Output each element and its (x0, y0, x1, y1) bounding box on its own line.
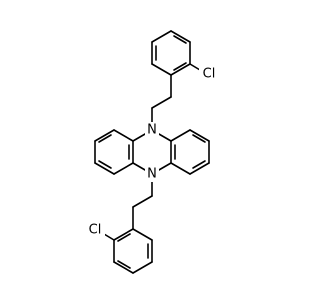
bond (170, 63, 191, 76)
atom-label-n1: N (147, 123, 157, 138)
bond (173, 35, 187, 44)
bond (98, 134, 112, 143)
bond (113, 228, 134, 241)
chlorine-bottom: Cl (85, 222, 105, 238)
bond (151, 96, 172, 109)
molecule-diagram: N N Cl Cl (85, 30, 219, 274)
bond (113, 261, 134, 274)
bond (170, 162, 191, 175)
bond (151, 63, 172, 76)
bond (117, 260, 131, 269)
nitrogen-top: N (145, 122, 159, 138)
bond (117, 233, 131, 242)
atom-label-layer: N N Cl Cl (85, 66, 219, 238)
bond (189, 63, 201, 71)
bond (103, 233, 115, 241)
bond-layer (94, 30, 210, 274)
bond (170, 129, 191, 142)
bond (192, 134, 206, 143)
bond (173, 62, 187, 71)
bond (170, 30, 191, 43)
bond (189, 162, 210, 175)
bond (192, 160, 206, 169)
bond (132, 195, 153, 208)
bond (132, 261, 153, 274)
bond (189, 129, 210, 142)
bond (151, 30, 172, 43)
bond (113, 129, 134, 142)
chlorine-top: Cl (199, 66, 219, 82)
bond (94, 129, 115, 142)
bond (98, 160, 112, 169)
atom-label-cl1: Cl (203, 67, 216, 82)
nitrogen-bottom: N (145, 166, 159, 182)
bond (113, 162, 134, 175)
atom-label-cl2: Cl (89, 223, 102, 238)
atom-label-n2: N (147, 167, 157, 182)
bond (132, 228, 153, 241)
bond (94, 162, 115, 175)
